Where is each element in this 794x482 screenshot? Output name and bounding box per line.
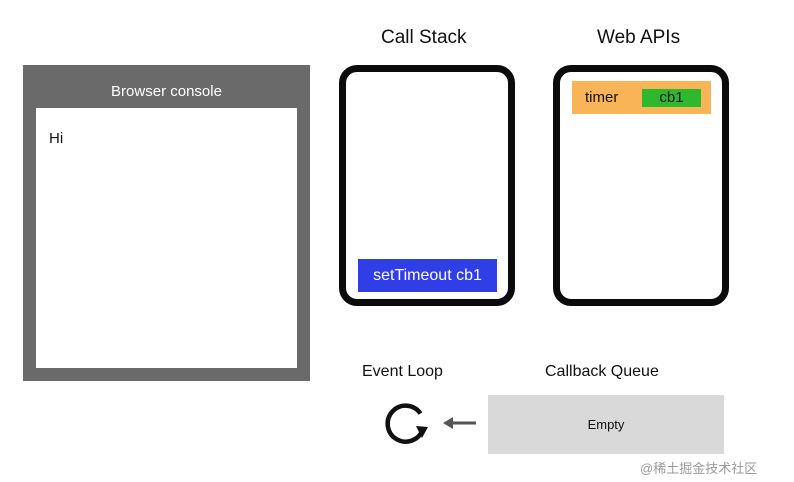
timer-label: timer	[585, 89, 619, 106]
browser-console-output: Hi	[36, 108, 297, 368]
web-apis-heading: Web APIs	[597, 27, 681, 48]
timer-callback: cb1	[642, 89, 701, 107]
callback-queue-box: Empty	[488, 395, 724, 454]
timer-entry: timer cb1	[572, 81, 711, 114]
browser-console-title: Browser console	[111, 83, 222, 100]
console-log-line: Hi	[49, 130, 64, 147]
call-stack-heading: Call Stack	[381, 27, 467, 48]
call-stack-frame: setTimeout cb1	[358, 259, 497, 292]
web-apis-panel: timer cb1	[553, 65, 729, 306]
refresh-loop-icon	[384, 401, 432, 447]
browser-console: Browser console Hi	[23, 65, 310, 381]
event-loop-heading: Event Loop	[362, 363, 443, 380]
callback-queue-heading: Callback Queue	[545, 363, 659, 380]
call-stack-panel: setTimeout cb1	[339, 65, 515, 306]
watermark: @稀土掘金技术社区	[640, 461, 758, 476]
arrow-left-icon	[443, 416, 477, 430]
